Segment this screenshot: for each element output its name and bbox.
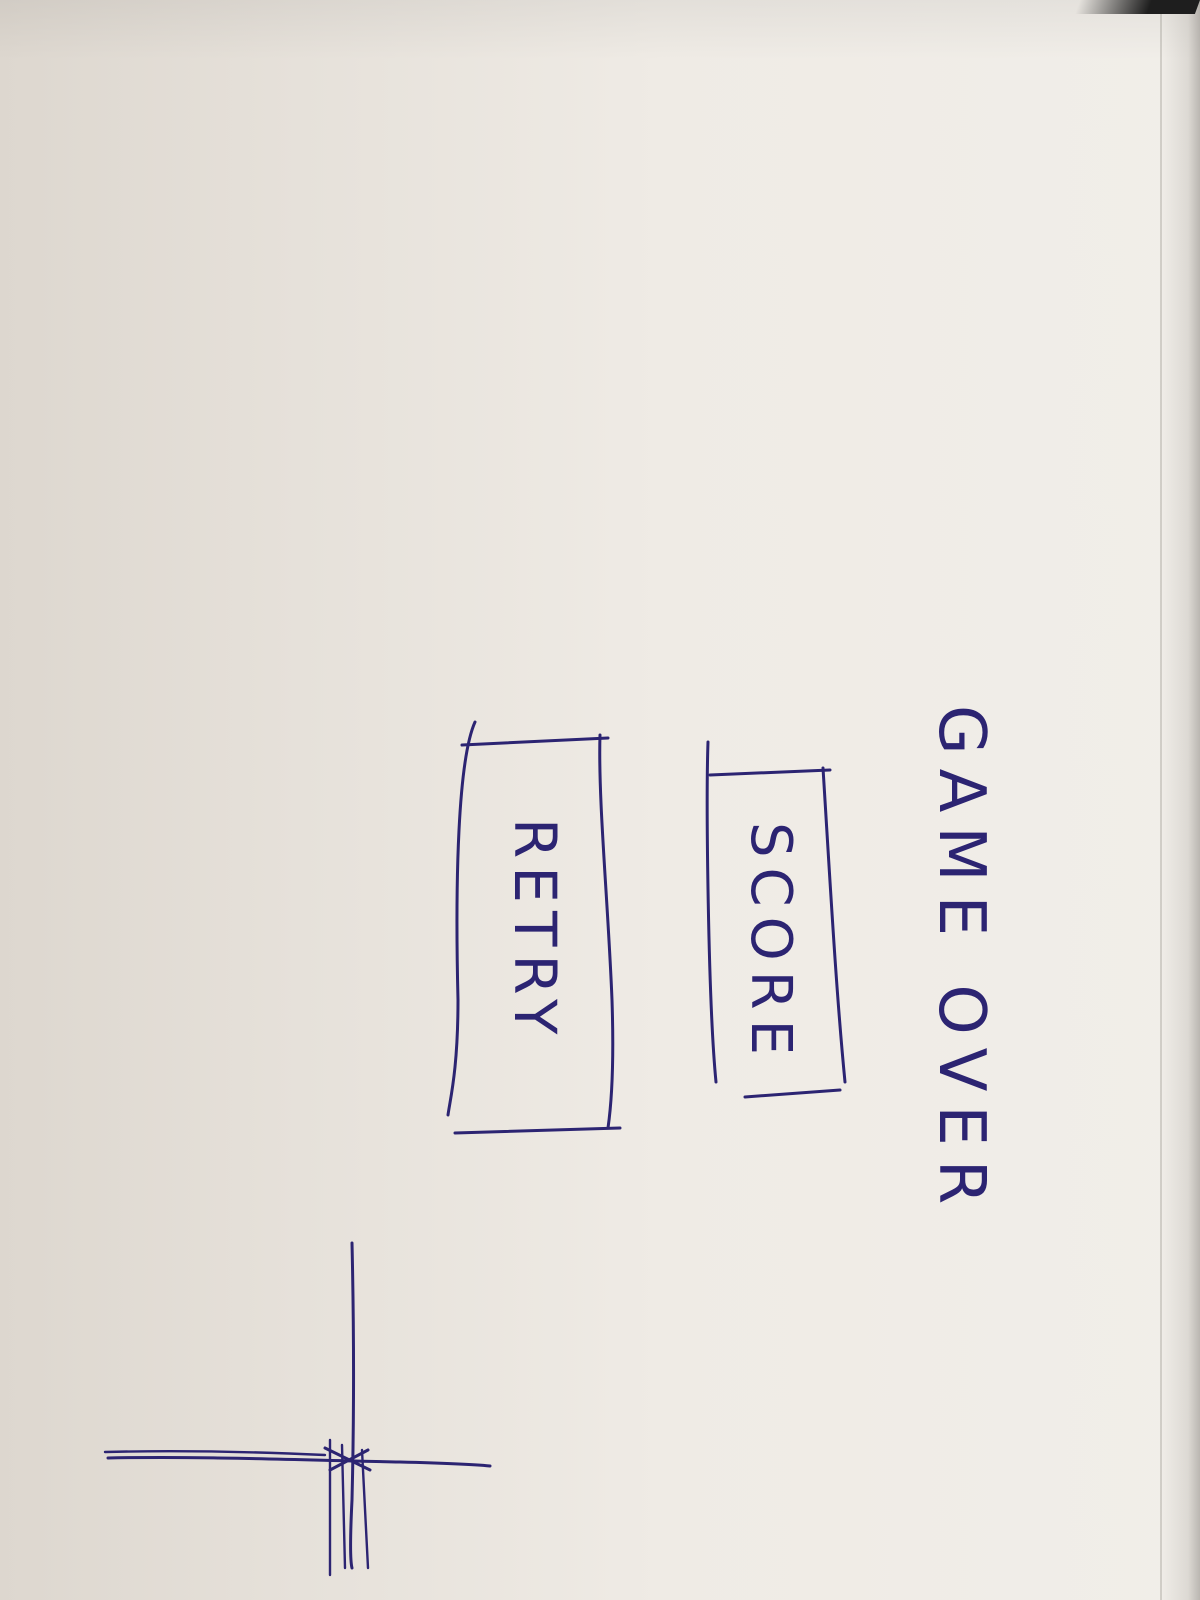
crosshair-icon xyxy=(103,1241,492,1577)
retry-button[interactable]: RETRY xyxy=(446,720,622,1135)
page-crease xyxy=(1160,0,1162,1600)
score-button-right-edge xyxy=(821,766,847,1084)
score-button[interactable]: SCORE xyxy=(705,740,847,1099)
score-button-bottom-edge xyxy=(743,1088,842,1099)
paper-shadow xyxy=(0,0,1200,60)
crosshair-horizontal-stroke xyxy=(106,1455,492,1468)
score-button-top-edge xyxy=(708,768,832,777)
score-button-left-edge xyxy=(705,740,718,1084)
game-over-title: GAME OVER xyxy=(924,705,998,1218)
retry-button-left-edge xyxy=(446,720,477,1117)
retry-button-top-edge xyxy=(460,736,610,747)
crosshair-center-scribble xyxy=(323,1446,372,1472)
crosshair-vertical-stroke xyxy=(349,1241,355,1570)
retry-button-label: RETRY xyxy=(501,818,569,1042)
paper-edge xyxy=(1160,0,1200,1600)
retry-button-right-edge xyxy=(598,733,615,1130)
crosshair-horizontal-double xyxy=(103,1449,327,1457)
score-button-label: SCORE xyxy=(738,822,803,1065)
crosshair-tick-right xyxy=(360,1448,370,1570)
game-over-title-text: GAME OVER xyxy=(924,705,998,1218)
crosshair-tick-middle xyxy=(340,1443,347,1570)
retry-button-bottom-edge xyxy=(453,1126,622,1135)
